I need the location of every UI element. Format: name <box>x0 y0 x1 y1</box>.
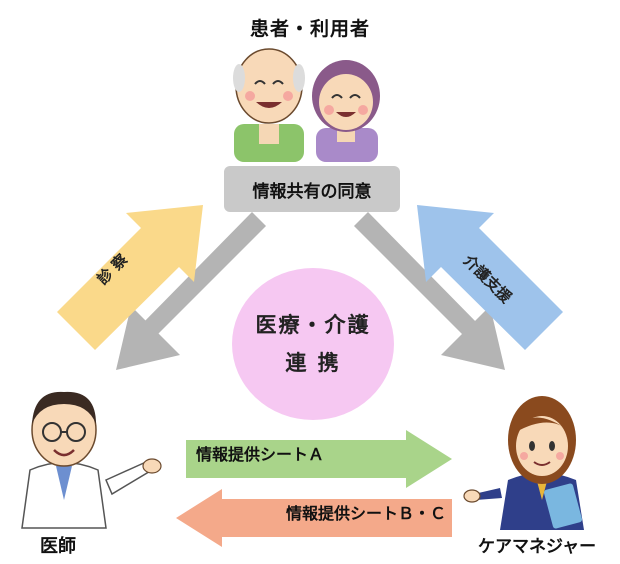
center-circle: 医療・介護 連 携 <box>232 268 394 420</box>
patient-label: 患者・利用者 <box>249 18 370 40</box>
salmon-arrow-sheet-bc <box>176 489 452 547</box>
blue-arrow-kaigo-shien <box>417 205 563 350</box>
center-line1: 医療・介護 <box>255 313 371 337</box>
sheet-bc-label: 情報提供シートＢ・Ｃ <box>285 504 446 523</box>
green-arrow-sheet-a <box>186 430 452 488</box>
elderly-woman-illustration <box>312 60 380 162</box>
care-manager-illustration <box>463 396 584 530</box>
gray-arrow-to-doctor <box>116 212 266 370</box>
elderly-man-illustration <box>233 48 305 162</box>
sheet-a-label: 情報提供シートＡ <box>196 445 325 464</box>
doctor-label: 医師 <box>40 536 76 557</box>
doctor-illustration <box>21 391 162 529</box>
consent-label: 情報共有の同意 <box>252 181 372 202</box>
yellow-arrow-shinsatsu <box>57 205 203 350</box>
gray-arrow-to-caremanager <box>354 212 505 370</box>
center-line2: 連 携 <box>285 351 341 375</box>
care-manager-label: ケアマネジャー <box>478 537 597 557</box>
consent-box: 情報共有の同意 <box>224 166 400 212</box>
